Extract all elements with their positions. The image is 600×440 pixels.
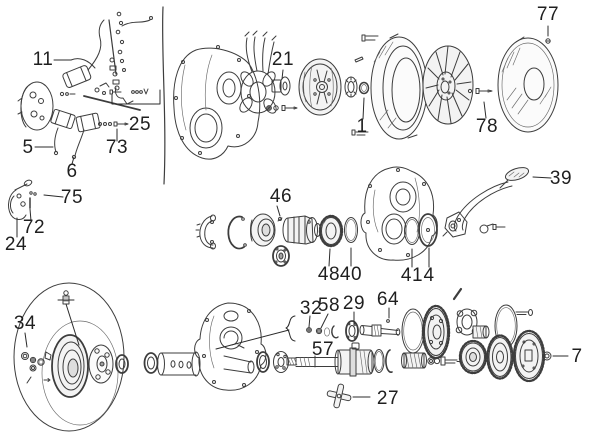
part-label-25: 25 bbox=[128, 114, 152, 135]
small-parts-row-drawing bbox=[306, 320, 359, 342]
selector-cross-drawing bbox=[326, 383, 352, 409]
part-label-41: 41 bbox=[400, 265, 424, 286]
ignition-coil-drawing bbox=[62, 19, 105, 88]
part-label-39: 39 bbox=[549, 168, 573, 189]
part-label-7: 7 bbox=[571, 346, 583, 367]
part-label-48: 48 bbox=[317, 264, 341, 285]
stator-assembly-drawing bbox=[239, 30, 277, 114]
part-label-27: 27 bbox=[376, 388, 400, 409]
cover-screws-drawing bbox=[467, 88, 493, 94]
crankcase-cover-drawing bbox=[173, 45, 261, 160]
part-label-73: 73 bbox=[105, 137, 129, 158]
gear-cluster-drawing bbox=[401, 287, 552, 383]
part-label-4: 4 bbox=[423, 265, 435, 286]
clutch-gear-drawing bbox=[318, 214, 344, 248]
divider-line bbox=[161, 6, 166, 185]
stator-plate-drawing bbox=[17, 81, 76, 131]
part-label-75: 75 bbox=[60, 187, 84, 208]
part-label-11: 11 bbox=[32, 49, 54, 70]
part-label-46: 46 bbox=[269, 186, 293, 207]
kickstart-lever-drawing bbox=[442, 167, 530, 238]
pinion-shaft-drawing bbox=[359, 319, 401, 337]
part-label-24: 24 bbox=[4, 234, 28, 255]
ratchet-segment-drawing bbox=[195, 214, 216, 250]
part-label-29: 29 bbox=[342, 293, 366, 314]
flywheel-rotor-drawing bbox=[298, 58, 342, 116]
part-label-58: 58 bbox=[317, 295, 341, 316]
gearbox-case-drawing bbox=[194, 302, 289, 391]
callout-leader-lines bbox=[16, 25, 569, 398]
part-label-77: 77 bbox=[536, 4, 560, 25]
part-label-34: 34 bbox=[13, 313, 37, 334]
clutch-drum-drawing bbox=[250, 213, 276, 247]
part-label-32: 32 bbox=[299, 298, 323, 319]
part-label-1: 1 bbox=[356, 116, 368, 137]
fastener-column-drawing bbox=[108, 11, 153, 91]
main-shaft-drawing bbox=[286, 342, 375, 377]
screw-set-73-drawing bbox=[98, 121, 129, 127]
fan-cover-drawing bbox=[497, 36, 559, 133]
clamp-bracket-drawing bbox=[8, 179, 37, 220]
retaining-ring-drawing bbox=[358, 81, 370, 95]
flywheel-hub-drawing bbox=[266, 76, 298, 111]
wheel-drawing bbox=[13, 282, 129, 432]
part-label-78: 78 bbox=[475, 116, 499, 137]
cooling-fan-drawing bbox=[422, 45, 474, 125]
part-label-72: 72 bbox=[22, 217, 46, 238]
part-label-21: 21 bbox=[271, 49, 295, 70]
shim-ring-drawing bbox=[344, 217, 358, 243]
lighting-coils-drawing bbox=[50, 108, 101, 160]
part-label-57: 57 bbox=[311, 339, 335, 360]
part-label-6: 6 bbox=[66, 161, 78, 182]
snap-ring-drawing bbox=[227, 215, 247, 250]
part-label-40: 40 bbox=[339, 264, 363, 285]
contact-breaker-drawing bbox=[109, 87, 149, 105]
oil-seal-drawing bbox=[418, 213, 438, 247]
clutch-bearing-drawing bbox=[272, 245, 290, 267]
slotted-washer-drawing bbox=[344, 56, 364, 98]
shaft-rings-drawing bbox=[373, 349, 461, 373]
clutch-unit-drawing bbox=[277, 215, 321, 245]
crankshaft-drawing bbox=[143, 351, 201, 377]
part-label-64: 64 bbox=[376, 289, 400, 310]
part-label-5: 5 bbox=[22, 137, 34, 158]
